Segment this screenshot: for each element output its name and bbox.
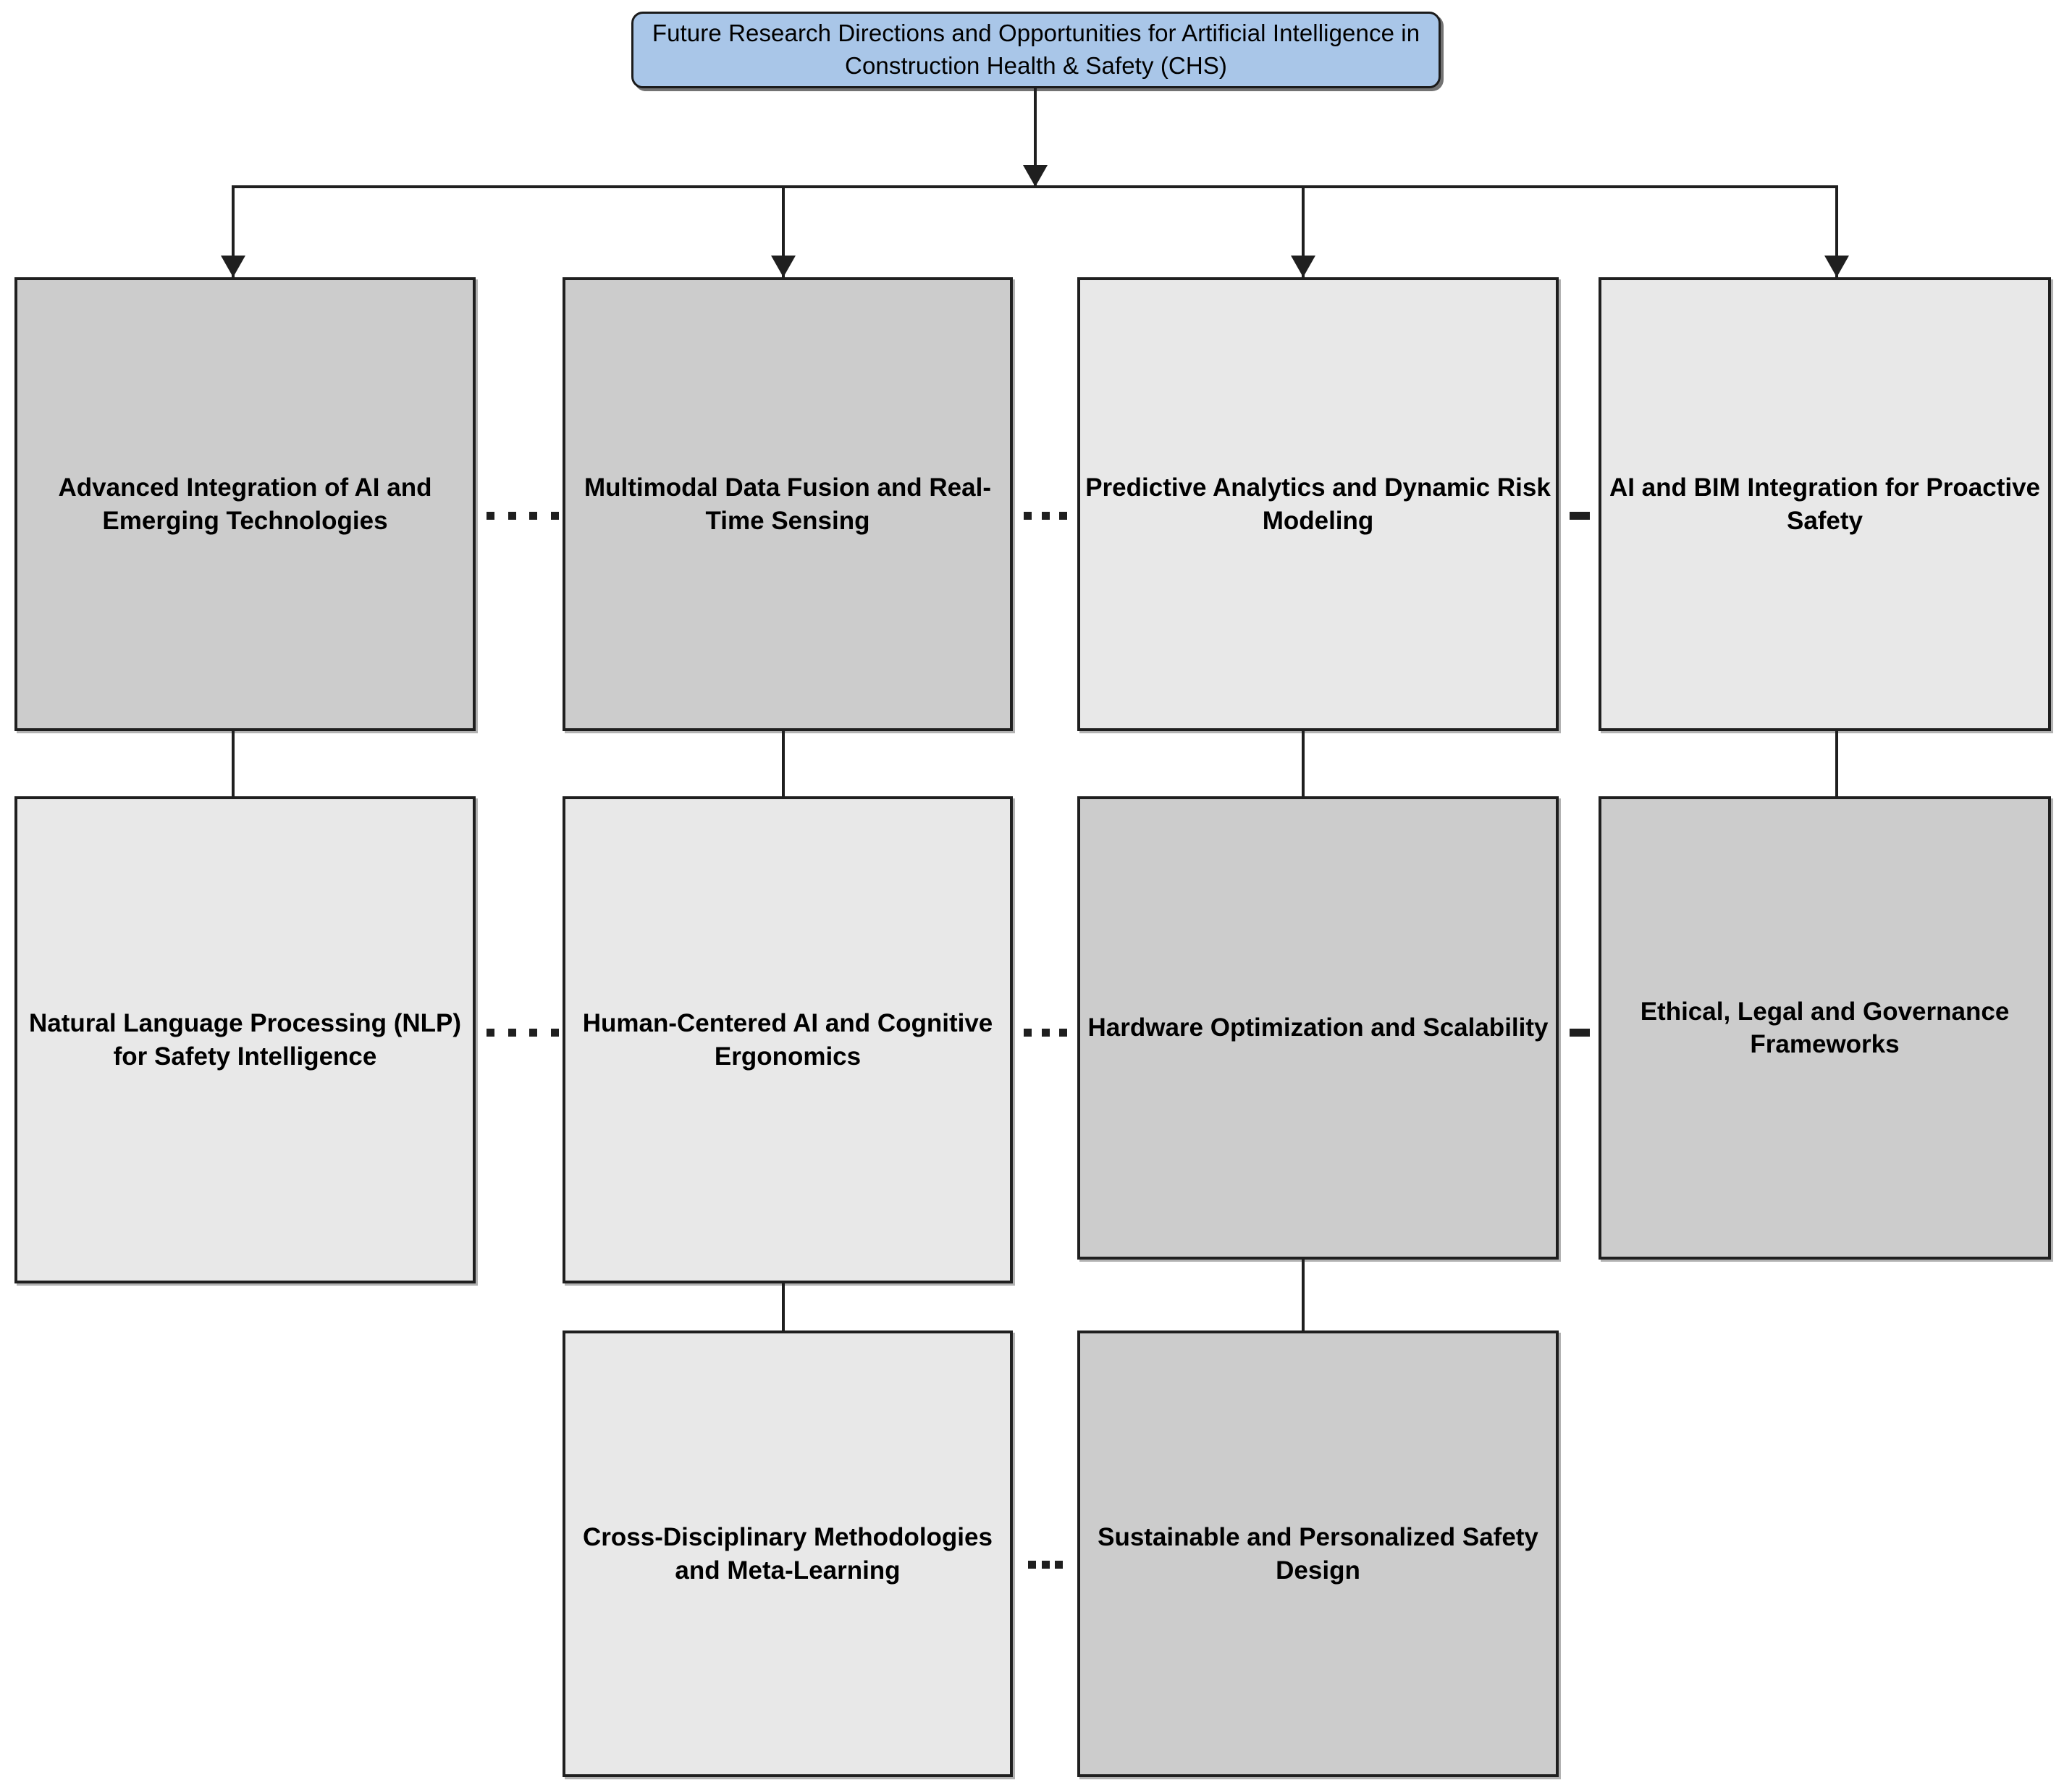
- node-label: Cross-Disciplinary Methodologies and Met…: [583, 1523, 993, 1585]
- dot: [1041, 1028, 1050, 1037]
- root-node-future-research-directions[interactable]: Future Research Directions and Opportuni…: [631, 12, 1441, 88]
- dot: [550, 511, 559, 520]
- dotted-link-n5-n6: [487, 1028, 559, 1037]
- connector-n6-to-n9: [782, 1283, 785, 1333]
- dotted-link-n9-n10: [1028, 1560, 1063, 1569]
- dot: [1583, 511, 1590, 520]
- connector-root-to-n1-arrowhead: [221, 256, 245, 277]
- dotted-link-n2-n3: [1024, 511, 1067, 520]
- node-multimodal-data-fusion[interactable]: Multimodal Data Fusion and Real-Time Sen…: [563, 277, 1013, 731]
- node-human-centered-ai[interactable]: Human-Centered AI and Cognitive Ergonomi…: [563, 796, 1013, 1283]
- connector-root-stem: [1034, 88, 1037, 187]
- node-hardware-optimization[interactable]: Hardware Optimization and Scalability: [1077, 796, 1559, 1260]
- node-label: Hardware Optimization and Scalability: [1087, 1013, 1549, 1042]
- node-advanced-integration-of-ai[interactable]: Advanced Integration of AI and Emerging …: [14, 277, 476, 731]
- node-label: Multimodal Data Fusion and Real-Time Sen…: [584, 473, 991, 535]
- dot: [508, 1028, 516, 1037]
- dot: [1570, 1028, 1577, 1037]
- node-predictive-analytics[interactable]: Predictive Analytics and Dynamic Risk Mo…: [1077, 277, 1559, 731]
- connector-root-stem-arrowhead: [1023, 165, 1048, 187]
- dot: [487, 1028, 494, 1037]
- dotted-link-n3-n4: [1570, 511, 1590, 520]
- connector-n2-to-n6: [782, 731, 785, 798]
- dot: [1570, 511, 1577, 520]
- connector-root-to-n3-arrowhead: [1291, 256, 1315, 277]
- dot: [1059, 1028, 1067, 1037]
- dotted-link-n1-n2: [487, 511, 559, 520]
- node-cross-disciplinary-methodologies[interactable]: Cross-Disciplinary Methodologies and Met…: [563, 1331, 1013, 1777]
- dot: [1041, 1560, 1050, 1569]
- connector-root-to-n3: [1302, 185, 1305, 279]
- dotted-link-n7-n8: [1570, 1028, 1590, 1037]
- node-label: Predictive Analytics and Dynamic Risk Mo…: [1085, 473, 1551, 535]
- node-label: Sustainable and Personalized Safety Desi…: [1098, 1523, 1538, 1585]
- connector-bus-row1: [232, 185, 1838, 188]
- dotted-link-n6-n7: [1024, 1028, 1067, 1037]
- dot: [1028, 1560, 1036, 1569]
- dot: [1041, 511, 1050, 520]
- dot: [1576, 1028, 1583, 1037]
- connector-n7-to-n10: [1302, 1260, 1305, 1333]
- node-sustainable-personalized-safety[interactable]: Sustainable and Personalized Safety Desi…: [1077, 1331, 1559, 1777]
- node-label: AI and BIM Integration for Proactive Saf…: [1609, 473, 2041, 535]
- dot: [1024, 1028, 1032, 1037]
- node-label: Human-Centered AI and Cognitive Ergonomi…: [582, 1009, 993, 1071]
- node-label: Ethical, Legal and Governance Frameworks: [1640, 997, 2010, 1059]
- node-natural-language-processing[interactable]: Natural Language Processing (NLP) for Sa…: [14, 796, 476, 1283]
- node-ai-and-bim-integration[interactable]: AI and BIM Integration for Proactive Saf…: [1599, 277, 2051, 731]
- dot: [487, 511, 494, 520]
- node-ethical-legal-governance[interactable]: Ethical, Legal and Governance Frameworks: [1599, 796, 2051, 1260]
- connector-root-to-n4: [1835, 185, 1838, 279]
- dot: [508, 511, 516, 520]
- dot: [1059, 511, 1067, 520]
- dot: [1583, 1028, 1590, 1037]
- dot: [1055, 1560, 1063, 1569]
- dot: [529, 511, 538, 520]
- connector-n1-to-n5: [232, 731, 235, 798]
- dot: [550, 1028, 559, 1037]
- node-label: Natural Language Processing (NLP) for Sa…: [28, 1009, 462, 1071]
- dot: [1024, 511, 1032, 520]
- connector-n4-to-n8: [1835, 731, 1838, 798]
- connector-root-to-n2-arrowhead: [771, 256, 796, 277]
- root-node-label: Future Research Directions and Opportuni…: [652, 20, 1420, 79]
- connector-n3-to-n7: [1302, 731, 1305, 798]
- connector-root-to-n1: [232, 185, 235, 279]
- node-label: Advanced Integration of AI and Emerging …: [58, 473, 432, 535]
- dot: [1576, 511, 1583, 520]
- connector-root-to-n4-arrowhead: [1824, 256, 1849, 277]
- connector-root-to-n2: [782, 185, 785, 279]
- dot: [529, 1028, 538, 1037]
